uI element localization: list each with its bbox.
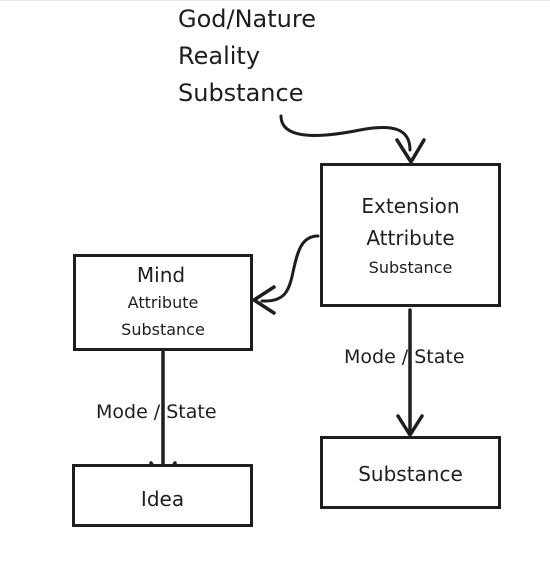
substance-node-label: Substance — [358, 462, 463, 486]
extension-node-attribute: Attribute — [366, 226, 455, 250]
arrow-heading-to-extension — [279, 114, 426, 164]
heading-line-god-nature: God/Nature — [178, 5, 316, 33]
arrow-extension-to-substance — [396, 308, 424, 437]
edge-label-mind-idea: Mode / State — [96, 401, 217, 423]
idea-node-label: Idea — [140, 487, 185, 511]
substance-node[interactable]: Substance — [320, 436, 501, 509]
extension-node-title: Extension — [361, 194, 460, 218]
mind-node[interactable]: Mind Attribute Substance — [73, 254, 253, 351]
edge-label-extension-substance: Mode / State — [344, 346, 465, 368]
mind-node-attribute: Attribute — [127, 293, 199, 312]
top-border — [0, 0, 550, 1]
extension-node-substance: Substance — [368, 258, 453, 277]
mind-node-substance: Substance — [121, 320, 205, 339]
heading-line-reality: Reality — [178, 42, 261, 70]
idea-node[interactable]: Idea — [72, 464, 253, 527]
extension-node[interactable]: Extension Attribute Substance — [320, 163, 501, 307]
mind-node-title: Mind — [136, 263, 186, 287]
heading-line-substance: Substance — [178, 79, 304, 107]
arrow-extension-to-mind — [252, 234, 320, 315]
